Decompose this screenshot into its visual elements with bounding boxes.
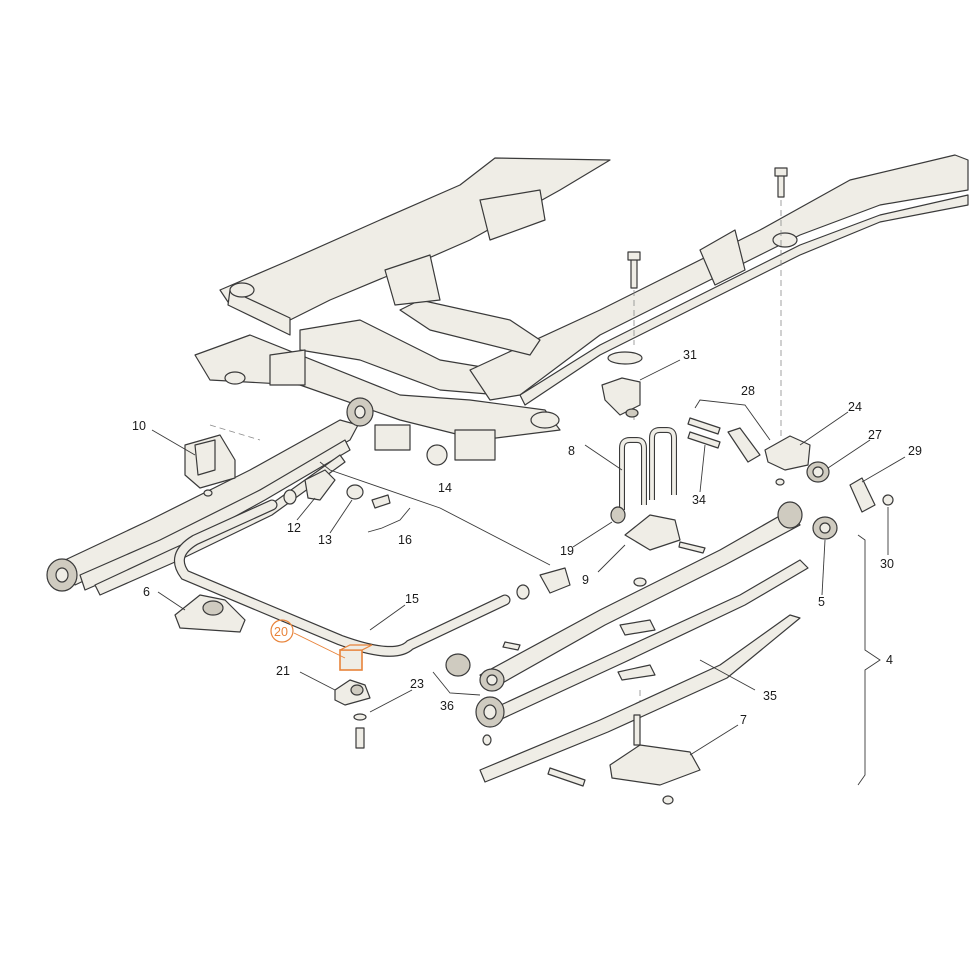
part-10-bracket [184, 434, 236, 497]
part-5-bushing [812, 516, 838, 540]
part-21-clamp [334, 679, 371, 706]
callout-9[interactable]: 9 [582, 573, 589, 587]
part-31-bump-stop [601, 351, 643, 418]
callout-20-ring [270, 619, 294, 643]
callout-20[interactable]: 20 [274, 625, 288, 639]
callout-4[interactable]: 4 [886, 653, 893, 667]
callout-14[interactable]: 14 [438, 481, 452, 495]
chassis-frame [194, 154, 969, 466]
callout-35[interactable]: 35 [763, 689, 777, 703]
callout-36[interactable]: 36 [440, 699, 454, 713]
callout-24[interactable]: 24 [848, 400, 862, 414]
callout-12[interactable]: 12 [287, 521, 301, 535]
callout-31[interactable]: 31 [683, 348, 697, 362]
part-20-bushing [339, 644, 373, 671]
callout-8[interactable]: 8 [568, 444, 575, 458]
part-6-cap [174, 594, 246, 633]
callout-6[interactable]: 6 [143, 585, 150, 599]
callout-29[interactable]: 29 [908, 444, 922, 458]
callout-7[interactable]: 7 [740, 713, 747, 727]
link-parts [283, 469, 571, 600]
callout-labels: 4 5 6 7 8 9 10 12 13 14 15 16 19 20 21 2… [132, 348, 922, 727]
part-23-bolt [353, 713, 367, 749]
callout-13[interactable]: 13 [318, 533, 332, 547]
callout-15[interactable]: 15 [405, 592, 419, 606]
callout-10[interactable]: 10 [132, 419, 146, 433]
callout-21[interactable]: 21 [276, 664, 290, 678]
stabilizer-bar [173, 499, 511, 657]
part-8-u-bolts [619, 427, 677, 510]
right-leaf-spring [475, 501, 809, 783]
part-7-plate [482, 714, 701, 805]
callout-34[interactable]: 34 [692, 493, 706, 507]
callout-16[interactable]: 16 [398, 533, 412, 547]
part-28-plate [727, 427, 761, 463]
part-24-hanger [764, 435, 811, 486]
frame-bolts [627, 167, 788, 289]
callout-23[interactable]: 23 [410, 677, 424, 691]
part-36-bushing [445, 641, 521, 692]
callout-19[interactable]: 19 [560, 544, 574, 558]
left-leaf-spring [46, 397, 374, 596]
leader-lines [151, 359, 906, 786]
part-29-30 [849, 477, 894, 513]
callout-28[interactable]: 28 [741, 384, 755, 398]
callout-27[interactable]: 27 [868, 428, 882, 442]
callout-30[interactable]: 30 [880, 557, 894, 571]
callout-5[interactable]: 5 [818, 595, 825, 609]
part-9-plate [610, 506, 706, 587]
part-34-pins [687, 417, 721, 449]
part-27-bushing [806, 461, 830, 483]
